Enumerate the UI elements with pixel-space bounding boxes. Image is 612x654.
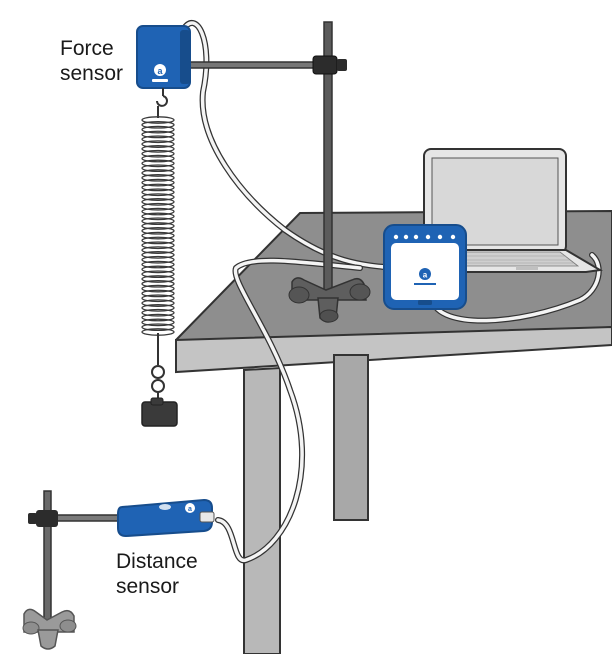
spring-coil [141,212,175,221]
table-stand [189,21,371,323]
svg-text:a: a [188,506,192,513]
spring-coil [141,275,175,283]
spring-coil [141,217,175,226]
spring-coil [141,260,175,269]
spring-coil [141,318,175,327]
spring-coil [141,255,175,264]
cables [180,20,602,564]
distance-sensor-label-line2: sensor [116,575,180,598]
spring-coil [141,294,175,303]
spring-coil [141,289,175,298]
spring-coil [141,116,175,124]
spring-coil [141,159,175,168]
spring-coil [141,284,175,293]
table-leg-front [243,366,281,654]
spring-coil [141,323,175,332]
svg-text:a: a [423,271,428,280]
force-sensor-label-line1: Force [60,37,114,60]
spring-coil [141,222,175,230]
spring-coil [141,178,175,187]
data-interface-icon: a [383,224,467,310]
spring-coil [141,193,175,201]
spring-coil [141,207,175,216]
table-front-edge [175,325,612,374]
force-sensor-label: Force sensor [60,36,123,86]
spring-coil [141,241,175,250]
floor-stand-crossbar [47,514,123,522]
spring-coil [141,313,175,322]
spring-coil [141,120,175,129]
spring-coil [141,173,175,182]
spring-coil [141,198,175,206]
spring-coil [141,299,175,307]
spring-coil [141,231,175,240]
spring-coil [141,251,175,259]
spring-coil [141,130,175,139]
spring-coil [141,236,175,245]
spring-coil [141,145,175,153]
spring-coil [141,140,175,148]
spring-coil [141,169,175,177]
force-sensor-icon: a [136,25,191,107]
spring-coil [141,265,175,274]
spring-coil [141,246,175,254]
spring-coil [141,270,175,279]
spring-icon [141,106,175,365]
spring-coil [141,164,175,173]
spring-coil [141,308,175,317]
force-sensor-label-line2: sensor [60,62,124,85]
spring-coil [141,279,175,288]
distance-sensor-label-line1: Distance [116,550,198,573]
spring-coil [141,149,175,158]
stand-base [291,277,367,301]
spring-coil [141,183,175,192]
floor-stand [22,490,123,650]
spring-coil [141,125,175,134]
spring-coil [141,188,175,197]
hanging-mass-icon [141,365,178,427]
distance-sensor-icon: a [117,498,215,538]
spring-coil [141,135,175,144]
spring-coil [141,304,175,312]
floor-stand-clamp [36,510,58,527]
distance-sensor-label: Distance sensor [116,549,198,599]
spring-coil [141,154,175,163]
spring-coil [141,226,175,235]
svg-text:a: a [157,66,163,76]
spring-coil [141,202,175,211]
table-leg-back [333,354,369,521]
stand-clamp [312,55,338,75]
